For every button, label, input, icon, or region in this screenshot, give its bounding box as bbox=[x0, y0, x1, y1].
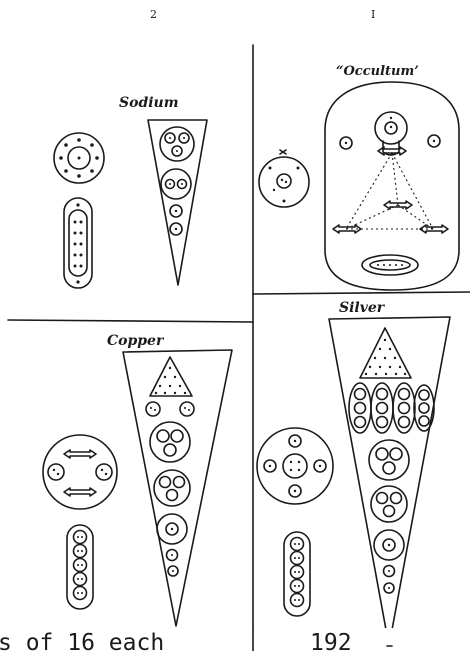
silver-panel: Silver bbox=[257, 300, 450, 646]
copper-panel: Copper bbox=[43, 333, 232, 626]
occultum-title: “Occultum’ bbox=[336, 64, 419, 79]
page-number-right: I bbox=[371, 8, 375, 21]
copper-title: Copper bbox=[107, 333, 165, 349]
page-number-left: 2 bbox=[150, 8, 157, 21]
silver-elongated-body bbox=[284, 532, 310, 616]
copper-funnel bbox=[123, 350, 232, 626]
silver-title: Silver bbox=[339, 300, 386, 316]
panel-dividers bbox=[8, 45, 470, 651]
copper-elongated-body bbox=[67, 525, 93, 609]
sodium-funnel bbox=[148, 120, 207, 285]
copper-round-body bbox=[43, 435, 117, 509]
silver-funnel bbox=[329, 317, 450, 646]
sodium-title: Sodium bbox=[119, 95, 179, 111]
sodium-panel: Sodium bbox=[54, 95, 207, 288]
silver-round-body bbox=[257, 428, 333, 504]
caption-left: s of 16 each bbox=[0, 630, 164, 651]
occultum-panel: “Occultum’ bbox=[259, 64, 459, 290]
occultum-small-body bbox=[259, 150, 309, 207]
caption-right: 192 bbox=[310, 630, 352, 651]
occultum-large-body bbox=[325, 82, 459, 290]
sodium-elongated-body bbox=[64, 198, 92, 288]
sodium-round-body bbox=[54, 133, 104, 183]
